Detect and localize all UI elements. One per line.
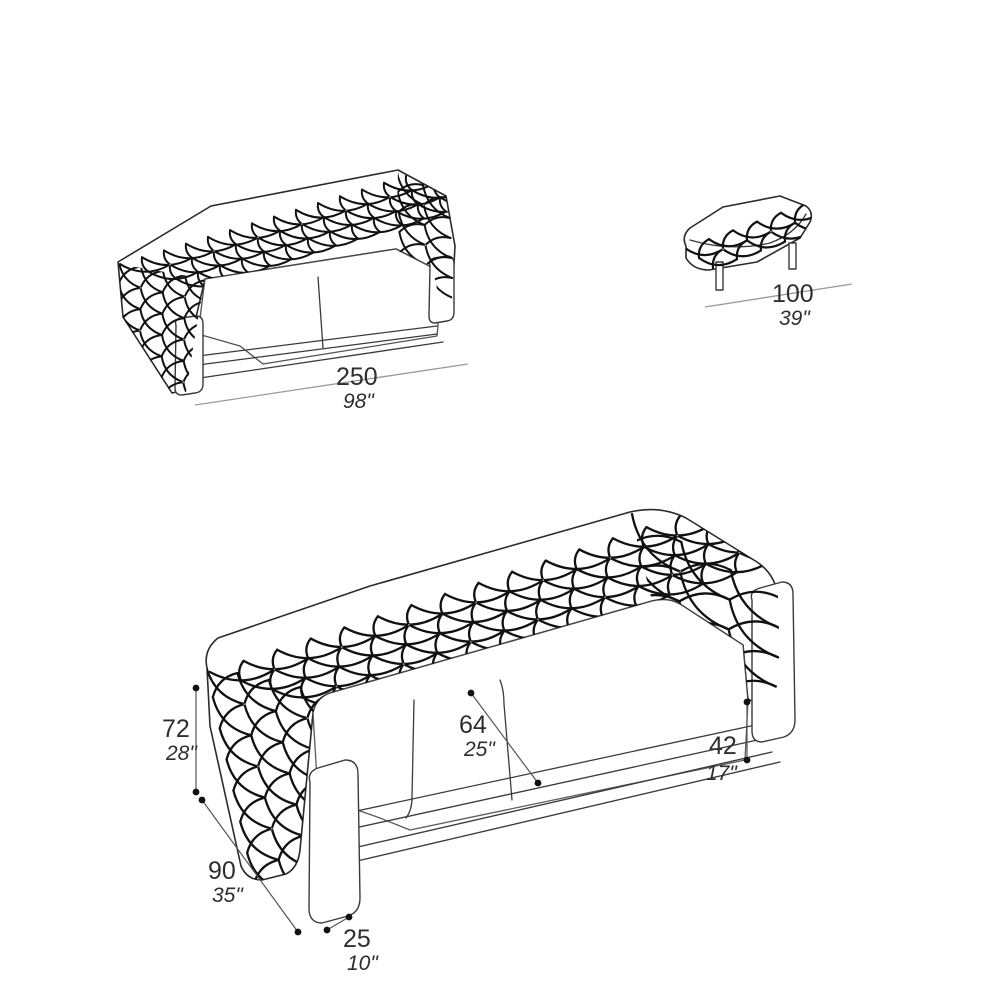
sofa-top-view: 250 98" <box>117 169 469 413</box>
dimension-line-100 <box>704 283 853 308</box>
dimension-25-leg: 25 10" <box>323 913 379 975</box>
dimension-64-seat-depth: 64 25" <box>459 689 542 787</box>
dimension-42-seat-height: 42 17" <box>706 698 751 785</box>
dim-64-metric: 64 <box>459 711 487 739</box>
dimension-72-height: 72 28" <box>162 684 200 796</box>
bench-view: 100 39" <box>683 195 853 330</box>
bench-leg-left <box>715 261 724 291</box>
dim-72-metric: 72 <box>162 715 190 743</box>
dim-25-metric: 25 <box>343 925 371 953</box>
dim-42-imperial: 17" <box>706 762 738 785</box>
dim-64-imperial: 25" <box>463 738 496 761</box>
dim-90-imperial: 35" <box>212 884 244 907</box>
dim-100-metric: 100 <box>772 280 814 308</box>
dim-250-imperial: 98" <box>343 390 375 413</box>
dim-90-metric: 90 <box>208 857 236 885</box>
sofa-detail-view: 72 28" 90 35" 25 10" 64 25" <box>162 508 796 975</box>
dim-25-imperial: 10" <box>347 952 379 975</box>
quilt-pattern-bench <box>684 202 812 270</box>
dim-72-imperial: 28" <box>165 742 198 765</box>
dim-100-imperial: 39" <box>779 307 811 330</box>
dimension-90-depth: 90 35" <box>198 796 302 936</box>
dim-250-metric: 250 <box>336 363 378 391</box>
dim-42-metric: 42 <box>709 732 737 760</box>
dimension-line-250 <box>194 363 469 406</box>
bench-leg-right <box>788 242 797 270</box>
